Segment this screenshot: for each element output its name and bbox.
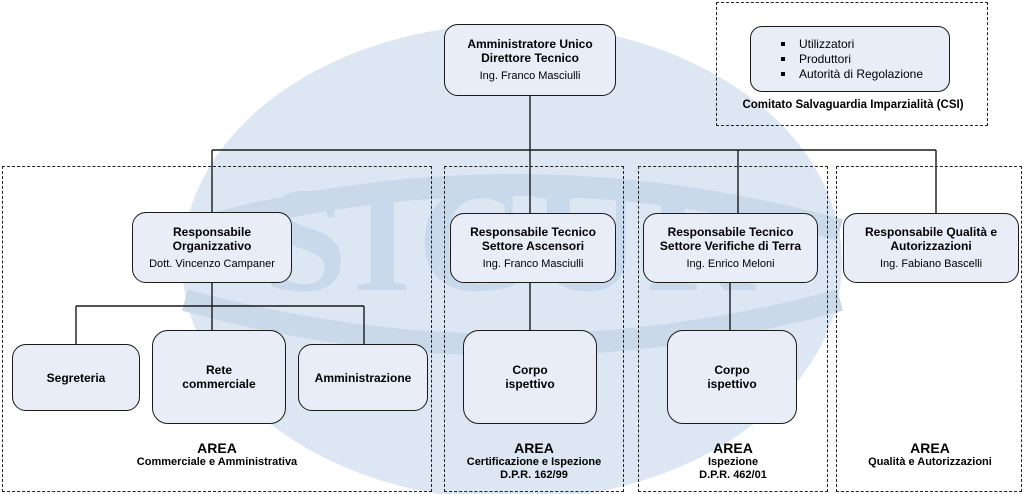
org-title-1: Responsabile: [172, 224, 252, 239]
box-responsabile-organizzativo: Responsabile Organizzativo Dott. Vincenz…: [132, 212, 292, 283]
terra-title-2: Settore Verifiche di Terra: [659, 239, 802, 253]
area-2-title: AREA: [514, 440, 554, 456]
area-frame-certificazione: [444, 166, 624, 492]
qual-title-2: Autorizzazioni: [890, 239, 972, 253]
csi-caption: Comitato Salvaguardia Imparzialità (CSI): [742, 99, 964, 111]
corpo1-label-1: Corpo: [512, 363, 548, 377]
box-segreteria: Segreteria: [12, 344, 140, 411]
root-title-1: Amministratore Unico: [467, 37, 593, 51]
area-label-qualita: AREA Qualità e Autorizzazioni: [842, 440, 1018, 469]
area-label-certificazione: AREA Certificazione e Ispezione D.P.R. 1…: [450, 440, 618, 482]
csi-item-3: Autorità di Regolazione: [777, 67, 923, 82]
asc-name: Ing. Franco Masciulli: [482, 258, 584, 270]
area-4-title: AREA: [910, 440, 950, 456]
area-4-line1: Qualità e Autorizzazioni: [868, 456, 992, 468]
box-rete-commerciale: Rete commerciale: [152, 330, 286, 424]
box-csi: Utilizzatori Produttori Autorità di Rego…: [750, 26, 950, 92]
box-responsabile-qualita: Responsabile Qualità e Autorizzazioni In…: [843, 213, 1019, 283]
org-name: Dott. Vincenzo Campaner: [149, 257, 275, 270]
area-1-title: AREA: [197, 440, 237, 456]
qual-title-1: Responsabile Qualità e: [864, 225, 998, 239]
amministrazione-label: Amministrazione: [314, 370, 412, 385]
corpo2-label-1: Corpo: [714, 363, 750, 377]
box-corpo-ispettivo-ascensori: Corpo ispettivo: [463, 330, 597, 424]
area-label-ispezione: AREA Ispezione D.P.R. 462/01: [646, 440, 820, 482]
area-label-commerciale: AREA Commerciale e Amministrativa: [102, 440, 332, 469]
root-name: Ing. Franco Masciulli: [479, 70, 581, 82]
box-amministrazione: Amministrazione: [298, 344, 428, 411]
area-1-line1: Commerciale e Amministrativa: [136, 456, 298, 468]
corpo2-label-2: ispettivo: [707, 377, 757, 391]
segreteria-label: Segreteria: [46, 370, 106, 385]
rete-label-1: Rete: [205, 363, 232, 377]
rete-label-2: commerciale: [182, 377, 256, 391]
box-amministratore-unico: Amministratore Unico Direttore Tecnico I…: [444, 24, 616, 96]
box-responsabile-ascensori: Responsabile Tecnico Settore Ascensori I…: [450, 213, 616, 283]
org-title-2: Organizzativo: [172, 238, 252, 253]
area-2-line2: D.P.R. 162/99: [500, 469, 568, 481]
csi-frame: [716, 2, 988, 126]
csi-item-1: Utilizzatori: [777, 37, 923, 52]
area-frame-qualita: [836, 166, 1022, 492]
qual-name: Ing. Fabiano Bascelli: [879, 258, 983, 270]
area-2-line1: Certificazione e Ispezione: [466, 456, 602, 468]
corpo1-label-2: ispettivo: [505, 377, 555, 391]
box-corpo-ispettivo-terra: Corpo ispettivo: [667, 330, 797, 424]
area-frame-commerciale: [2, 166, 432, 492]
terra-name: Ing. Enrico Meloni: [686, 258, 775, 270]
asc-title-1: Responsabile Tecnico: [470, 225, 596, 239]
csi-list: Utilizzatori Produttori Autorità di Rego…: [777, 37, 923, 82]
asc-title-2: Settore Ascensori: [481, 239, 585, 253]
terra-title-1: Responsabile Tecnico: [667, 225, 794, 239]
root-title-2: Direttore Tecnico: [481, 51, 579, 65]
area-3-line1: Ispezione: [707, 456, 759, 468]
area-frame-ispezione: [638, 166, 828, 492]
csi-item-2: Produttori: [777, 52, 923, 67]
area-3-title: AREA: [713, 440, 753, 456]
area-3-line2: D.P.R. 462/01: [699, 469, 767, 481]
box-responsabile-terra: Responsabile Tecnico Settore Verifiche d…: [643, 213, 818, 283]
